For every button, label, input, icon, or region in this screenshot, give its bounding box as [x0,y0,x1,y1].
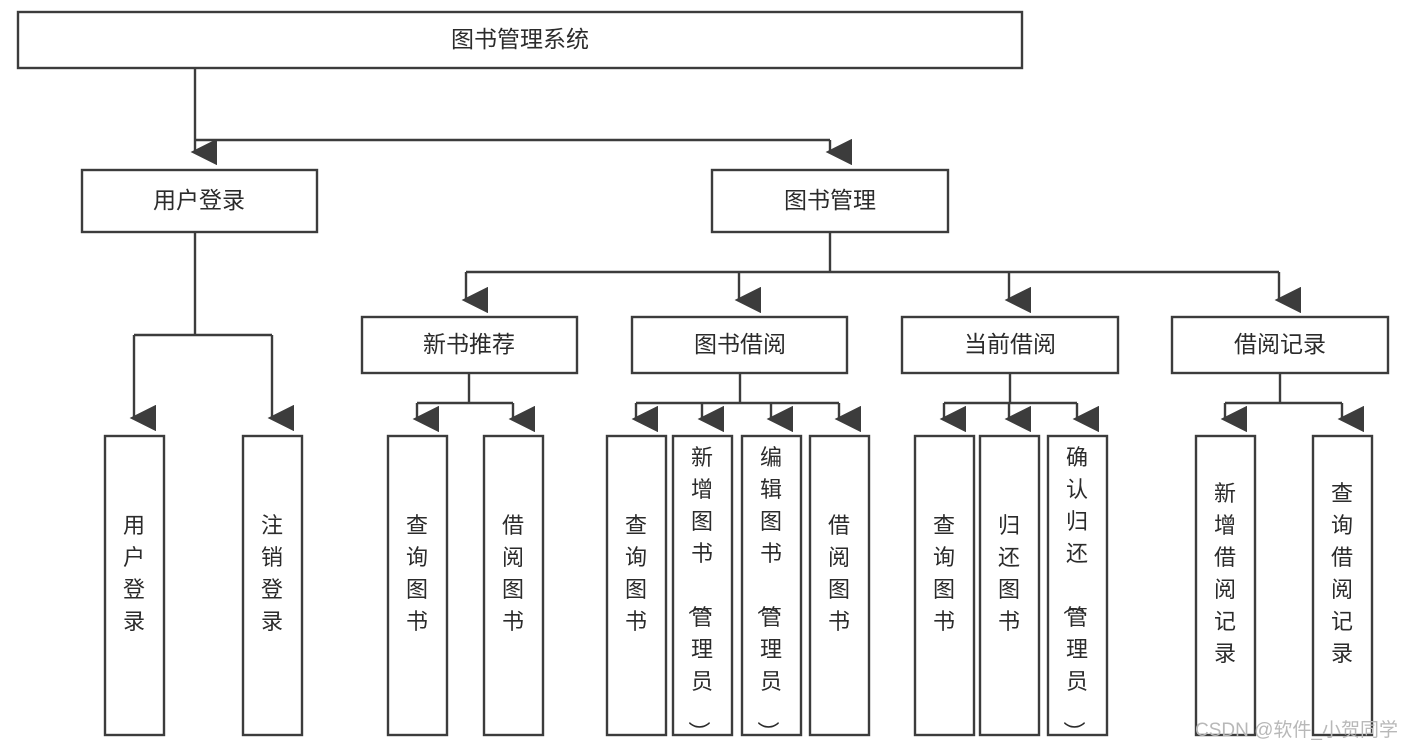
node-leaf-query-book-1[interactable]: 查询图书 [386,434,449,737]
node-borrow-record[interactable]: 借阅记录 [1170,315,1390,375]
node-user-login-label: 用户登录 [153,187,245,213]
node-leaf-borrow-book-1[interactable]: 借阅图书 [482,434,545,737]
node-leaf-user-login[interactable]: 用户登录 [103,434,166,737]
node-leaf-query-book-2[interactable]: 查询图书 [605,434,668,737]
node-leaf-add-book[interactable]: 新增图书（管理员） [671,434,734,743]
node-leaf-query-book-2-box[interactable] [605,434,668,737]
node-leaf-edit-book-label: 编辑图书（管理员） [755,445,782,743]
node-root-label: 图书管理系统 [451,26,589,52]
node-book-borrow[interactable]: 图书借阅 [630,315,849,375]
node-root[interactable]: 图书管理系统 [16,10,1024,70]
node-borrow-record-label: 借阅记录 [1234,331,1326,357]
node-book-manage-box[interactable] [710,168,950,234]
node-leaf-add-book-label: 新增图书（管理员） [686,445,713,743]
node-leaf-borrow-book-2-label: 借阅图书 [828,513,850,634]
watermark-text: CSDN @软件_小贺同学 [1195,719,1398,741]
node-leaf-user-login-box[interactable] [103,434,166,737]
node-leaf-return-book-label: 归还图书 [998,513,1020,634]
node-leaf-query-book-2-label: 查询图书 [625,513,647,634]
node-leaf-borrow-book-2[interactable]: 借阅图书 [808,434,871,737]
node-current-borrow[interactable]: 当前借阅 [900,315,1120,375]
node-leaf-edit-book-box[interactable] [740,434,803,737]
node-book-borrow-box[interactable] [630,315,849,375]
node-leaf-query-book-1-box[interactable] [386,434,449,737]
node-leaf-borrow-book-1-label: 借阅图书 [502,513,524,634]
node-leaf-logout-login-label: 注销登录 [261,513,283,634]
node-leaf-query-record[interactable]: 查询借阅记录 [1311,434,1374,737]
node-leaf-confirm-return-label: 确认归还（管理员） [1061,445,1088,743]
node-user-login-box[interactable] [80,168,319,234]
node-leaf-borrow-book-2-box[interactable] [808,434,871,737]
node-leaf-edit-book[interactable]: 编辑图书（管理员） [740,434,803,743]
node-new-book-recommend-box[interactable] [360,315,579,375]
node-book-borrow-label: 图书借阅 [694,331,786,357]
node-leaf-return-book-box[interactable] [978,434,1041,737]
node-book-manage-label: 图书管理 [784,187,876,213]
node-leaf-query-book-1-label: 查询图书 [406,513,428,634]
node-leaf-logout-login[interactable]: 注销登录 [241,434,304,737]
node-leaf-add-record[interactable]: 新增借阅记录 [1194,434,1257,737]
node-leaf-confirm-return[interactable]: 确认归还（管理员） [1046,434,1109,743]
node-user-login[interactable]: 用户登录 [80,168,319,234]
connector-group [129,68,1364,433]
node-leaf-query-book-3-label: 查询图书 [933,513,955,634]
node-book-manage[interactable]: 图书管理 [710,168,950,234]
node-leaf-query-record-label: 查询借阅记录 [1331,481,1353,666]
node-leaf-query-record-box[interactable] [1311,434,1374,737]
node-leaf-add-record-box[interactable] [1194,434,1257,737]
node-current-borrow-box[interactable] [900,315,1120,375]
node-leaf-borrow-book-1-box[interactable] [482,434,545,737]
node-leaf-add-record-label: 新增借阅记录 [1214,481,1236,666]
node-leaf-logout-login-box[interactable] [241,434,304,737]
node-new-book-recommend-label: 新书推荐 [423,331,515,357]
node-current-borrow-label: 当前借阅 [964,331,1056,357]
node-leaf-user-login-label: 用户登录 [123,513,145,634]
node-root-box[interactable] [16,10,1024,70]
node-new-book-recommend[interactable]: 新书推荐 [360,315,579,375]
node-leaf-query-book-3-box[interactable] [913,434,976,737]
node-borrow-record-box[interactable] [1170,315,1390,375]
node-leaf-confirm-return-box[interactable] [1046,434,1109,737]
node-leaf-add-book-box[interactable] [671,434,734,737]
node-leaf-return-book[interactable]: 归还图书 [978,434,1041,737]
node-leaf-query-book-3[interactable]: 查询图书 [913,434,976,737]
